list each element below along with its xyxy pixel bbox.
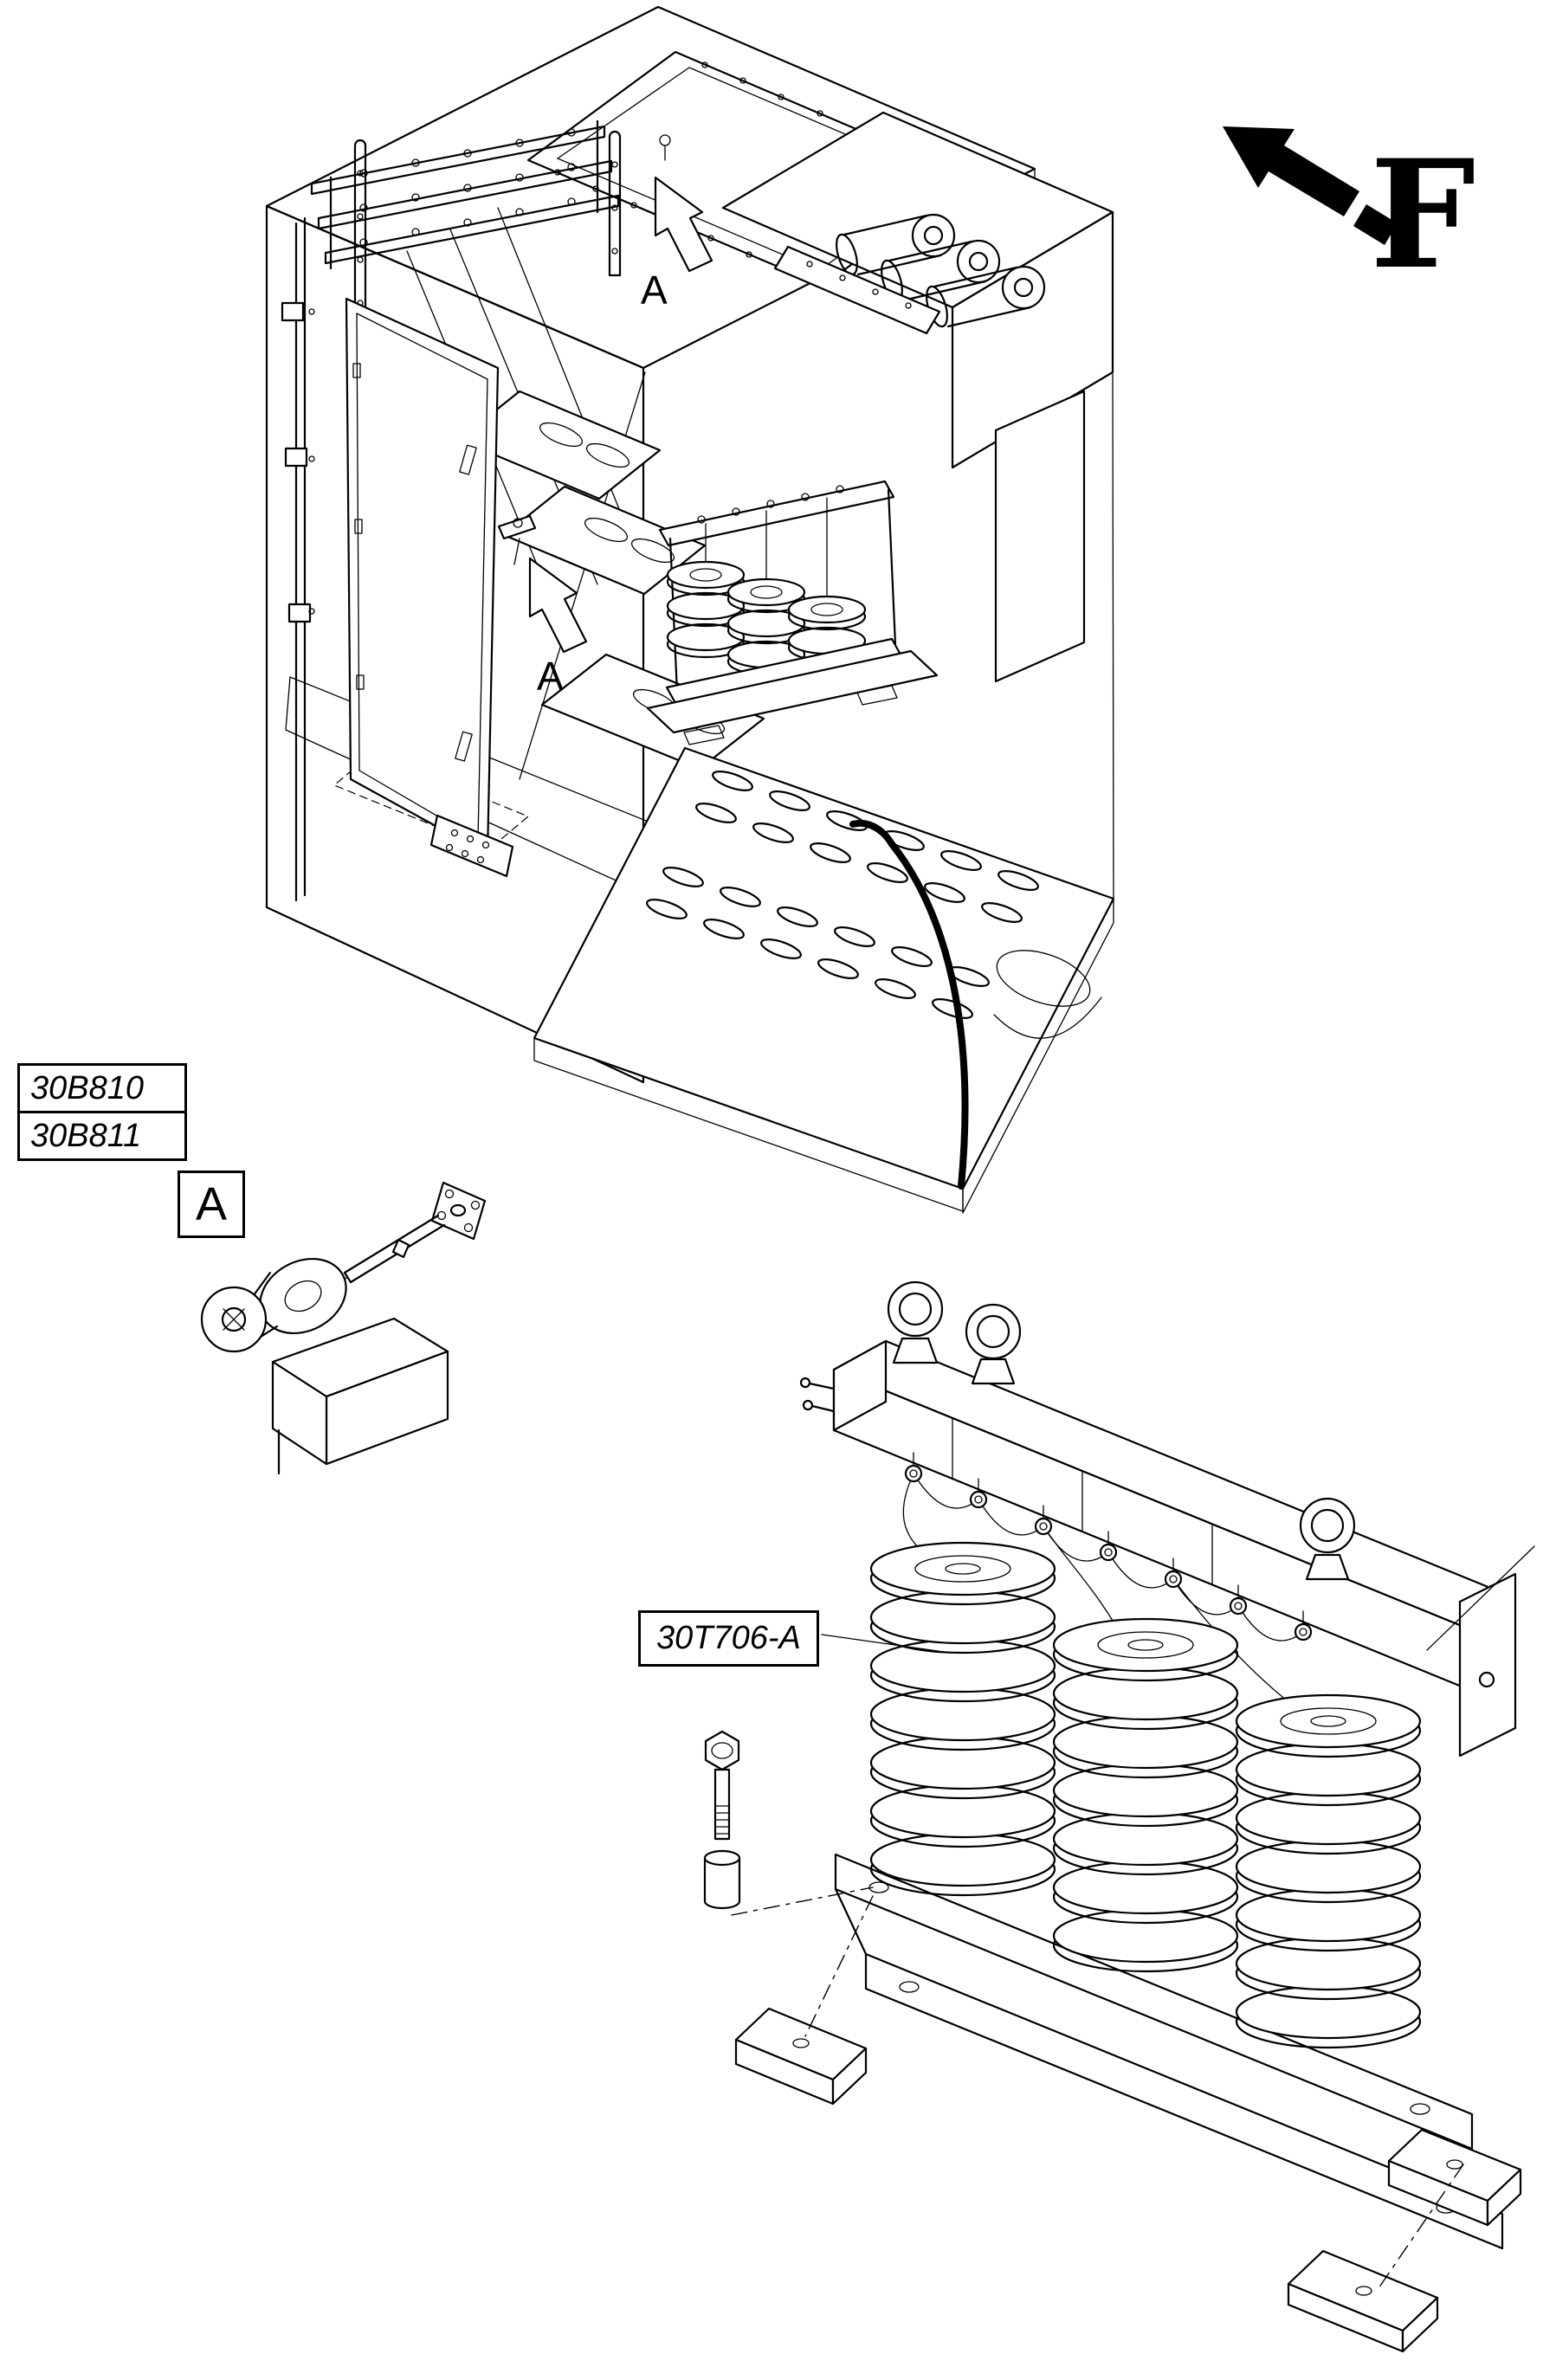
hex-bolt-head	[704, 1730, 740, 1771]
corner-leader	[1426, 1545, 1535, 1651]
bolt-shaft	[713, 1768, 731, 1841]
tread-platform	[533, 746, 1115, 1214]
foot-pad-bottom	[1287, 2249, 1439, 2353]
foot-left	[734, 2007, 868, 2106]
vent-panel	[429, 814, 514, 878]
part-label-group: 30B810 30B811	[17, 1063, 187, 1161]
coil-stack-middle	[1052, 1617, 1239, 1973]
part-label-30b810: 30B810	[17, 1063, 187, 1113]
interlock-switch-bracket	[497, 514, 537, 565]
right-side-box	[994, 390, 1086, 683]
top-right-duct	[721, 111, 1114, 469]
view-direction-arrow-icon	[1223, 126, 1398, 245]
mounting-bolt-detail-drawing	[703, 1730, 874, 1916]
spacer-sleeve	[703, 1849, 741, 1910]
limit-switch-detail-drawing	[200, 1181, 487, 1475]
flange-plate	[430, 1181, 487, 1241]
left-frame-rail	[281, 216, 315, 902]
detail-a-label-box: A	[178, 1171, 245, 1238]
end-plate	[1458, 1572, 1517, 1758]
interior-reactor-assembly	[646, 480, 939, 745]
coil-stack-right	[1235, 1693, 1422, 2049]
leader-lines	[821, 1545, 1535, 1653]
lifting-eye-left	[887, 1280, 944, 1364]
part-label-30t706a: 30T706-A	[638, 1610, 819, 1667]
mounting-beam	[799, 1339, 1515, 1688]
terminal-wiring	[902, 1452, 1313, 1711]
lifting-eye-right	[1299, 1497, 1356, 1581]
busbar-assembly	[310, 119, 622, 345]
roller-cylinders	[836, 213, 1046, 328]
coil-stack-left	[869, 1541, 1056, 1897]
cabinet-door	[345, 297, 500, 856]
view-direction-label: F	[1370, 126, 1476, 302]
callout-a-lower: A	[537, 654, 564, 699]
reactor-assembly-drawing	[734, 1280, 1522, 2353]
cabinet-assembly-drawing	[265, 5, 1115, 1214]
part-label-30b811: 30B811	[17, 1111, 187, 1161]
foot-right	[1387, 2128, 1522, 2227]
callout-arrow-lower-icon	[528, 557, 588, 654]
power-cable	[849, 820, 969, 1190]
lifting-eye-back	[965, 1303, 1022, 1385]
callout-arrow-upper-icon	[654, 176, 713, 273]
callout-a-upper: A	[641, 268, 668, 313]
cabinet-left-face	[265, 204, 645, 1084]
reactor-label-leader	[821, 1634, 945, 1653]
